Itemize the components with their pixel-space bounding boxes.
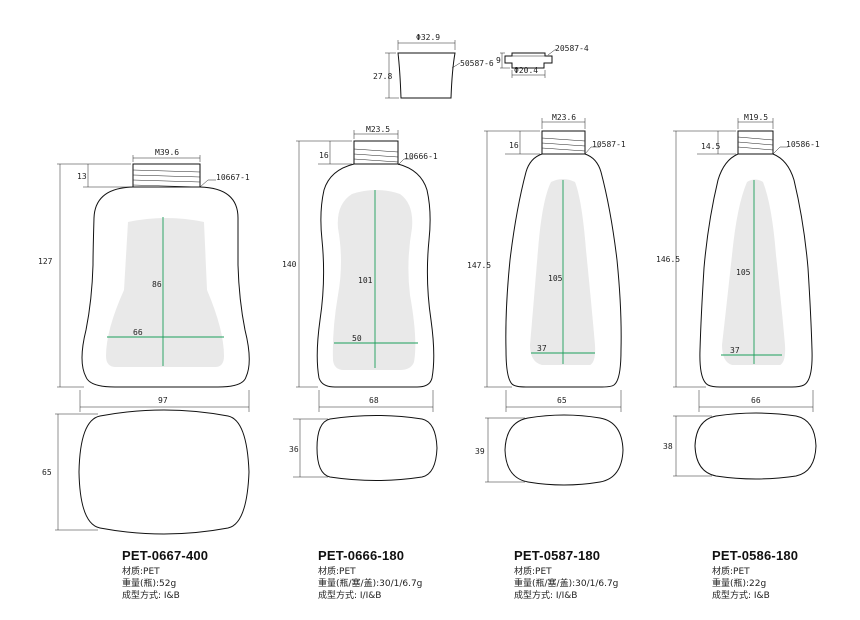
process-text: 成型方式: I/I&B [318, 591, 382, 601]
bottle-4-depth: 38 [663, 442, 673, 451]
process-text: 成型方式: I/I&B [514, 591, 578, 601]
bottle-2-neck: M23.5 [366, 125, 390, 134]
bottle-3-neck-height: 16 [509, 141, 519, 150]
bottle-2-depth: 36 [289, 445, 299, 454]
bottle-4-label-width: 37 [730, 346, 740, 355]
bottle-3-height: 147.5 [467, 261, 491, 270]
bottle-4-neck: M19.5 [744, 113, 768, 122]
weight-text: 重量(瓶/塞/盖):30/1/6.7g [318, 579, 423, 589]
bottle-1-label-width: 66 [133, 328, 143, 337]
material-text: 材质:PET [712, 567, 750, 577]
bottle-1-depth: 65 [42, 468, 52, 477]
cap-1-diameter: Φ32.9 [416, 33, 440, 42]
bottle-3-depth: 39 [475, 447, 485, 456]
bottle-1-drawing: 86 66 M39.6 10667-1 127 13 97 65 [38, 148, 250, 535]
spec-card-3: PET-0587-180 材质:PET 重量(瓶/塞/盖):30/1/6.7g … [514, 548, 714, 602]
bottle-2-label-height: 101 [358, 276, 373, 285]
bottle-4-neck-height: 14.5 [701, 142, 720, 151]
cap-2-height: 9 [496, 56, 501, 65]
model-number: PET-0587-180 [514, 548, 601, 563]
cap-1-height: 27.8 [373, 72, 392, 81]
process-text: 成型方式: I&B [122, 591, 180, 601]
bottle-4-label-height: 105 [736, 268, 751, 277]
cap-2-diameter: Φ20.4 [514, 66, 538, 75]
bottle-3-label-height: 105 [548, 274, 563, 283]
bottle-4-height: 146.5 [656, 255, 680, 264]
model-number: PET-0586-180 [712, 548, 799, 563]
process-text: 成型方式: I&B [712, 591, 770, 601]
bottle-2-height: 140 [282, 260, 297, 269]
material-text: 材质:PET [318, 567, 356, 577]
material-text: 材质:PET [514, 567, 552, 577]
bottle-3-width: 65 [557, 396, 567, 405]
cap-1-drawing: Φ32.9 27.8 50587-6 [373, 33, 494, 99]
bottle-3-drawing: 105 37 M23.6 10587-1 147.5 16 65 39 [467, 113, 626, 486]
cap-1-part: 50587-6 [460, 59, 494, 68]
bottle-1-label-height: 86 [152, 280, 162, 289]
bottle-4-width: 66 [751, 396, 761, 405]
spec-card-1: PET-0667-400 材质:PET 重量(瓶):52g 成型方式: I&B [122, 548, 322, 602]
bottle-2-label-width: 50 [352, 334, 362, 343]
model-number: PET-0666-180 [318, 548, 405, 563]
weight-text: 重量(瓶/塞/盖):30/1/6.7g [514, 579, 619, 589]
weight-text: 重量(瓶):22g [712, 579, 767, 589]
bottle-3-part: 10587-1 [592, 140, 626, 149]
bottle-1-neck-height: 13 [77, 172, 87, 181]
bottle-1-width: 97 [158, 396, 168, 405]
spec-card-2: PET-0666-180 材质:PET 重量(瓶/塞/盖):30/1/6.7g … [318, 548, 518, 602]
bottle-2-drawing: 101 50 M23.5 10666-1 140 16 68 36 [282, 125, 438, 481]
bottle-3-neck: M23.6 [552, 113, 576, 122]
bottle-2-part: 10666-1 [404, 152, 438, 161]
bottle-2-neck-height: 16 [319, 151, 329, 160]
spec-card-4: PET-0586-180 材质:PET 重量(瓶):22g 成型方式: I&B [712, 548, 852, 602]
bottle-1-neck: M39.6 [155, 148, 179, 157]
bottle-3-label-width: 37 [537, 344, 547, 353]
bottle-2-width: 68 [369, 396, 379, 405]
bottle-4-drawing: 105 37 M19.5 10586-1 146.5 14.5 66 38 [656, 113, 820, 480]
weight-text: 重量(瓶):52g [122, 579, 177, 589]
cap-2-part: 20587-4 [555, 44, 589, 53]
bottle-1-part: 10667-1 [216, 173, 250, 182]
material-text: 材质:PET [122, 567, 160, 577]
bottle-1-height: 127 [38, 257, 53, 266]
bottle-4-part: 10586-1 [786, 140, 820, 149]
model-number: PET-0667-400 [122, 548, 209, 563]
cap-2-drawing: 20587-4 9 Φ20.4 [496, 44, 589, 78]
